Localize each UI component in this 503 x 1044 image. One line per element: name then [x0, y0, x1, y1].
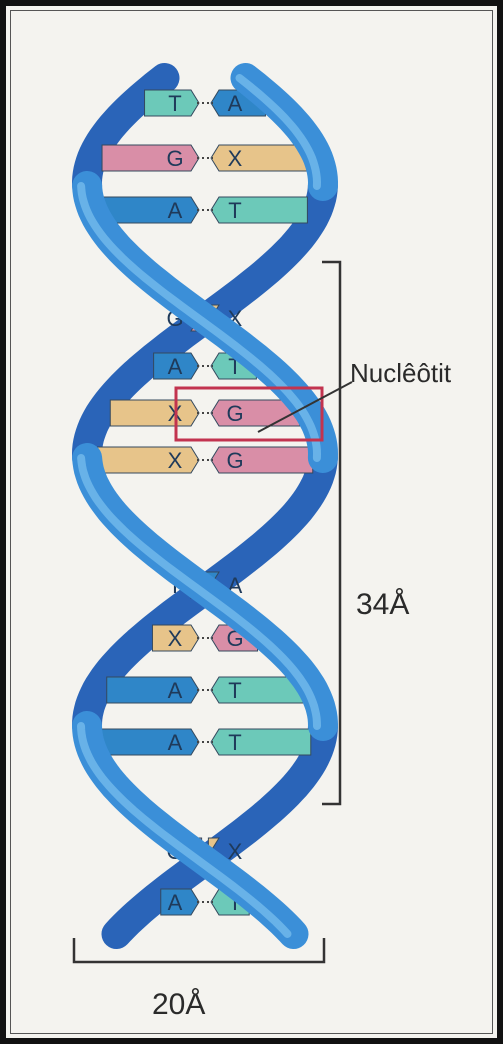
base-x-left [97, 447, 199, 473]
base-letter-right: T [228, 198, 241, 223]
base-letter-right: X [228, 146, 243, 171]
base-x-right [211, 145, 308, 171]
base-a-left [99, 729, 199, 755]
nucleotide-label: Nuclêôtit [350, 358, 452, 388]
base-letter-left: X [168, 626, 183, 651]
base-a-left [103, 197, 199, 223]
pitch-label: 34Å [356, 588, 409, 621]
diameter-label: 20Å [152, 988, 205, 1021]
base-letter-right: G [226, 401, 243, 426]
base-letter-right: A [228, 91, 243, 116]
base-letter-left: A [168, 678, 183, 703]
base-letter-left: A [168, 890, 183, 915]
base-letter-left: X [168, 448, 183, 473]
base-letter-right: G [226, 448, 243, 473]
base-letter-left: A [168, 730, 183, 755]
base-letter-left: G [166, 146, 183, 171]
base-letter-right: T [228, 730, 241, 755]
base-letter-left: A [168, 198, 183, 223]
base-t-right [211, 197, 307, 223]
base-a-left [107, 677, 199, 703]
base-letter-left: A [168, 354, 183, 379]
base-letter-left: T [168, 91, 181, 116]
base-g-left [102, 145, 199, 171]
base-x-left [110, 400, 199, 426]
base-letter-right: X [228, 839, 243, 864]
base-letter-right: T [228, 678, 241, 703]
base-t-right [211, 729, 311, 755]
